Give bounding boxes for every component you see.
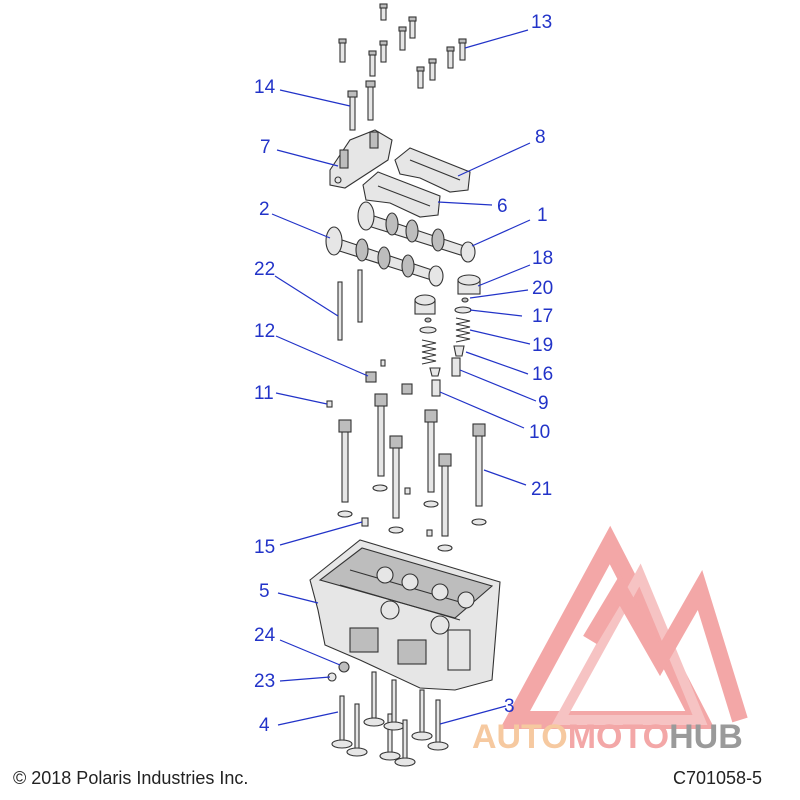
callout-21: 21 [531,479,552,500]
camshaft-1 [357,201,476,263]
callout-16: 16 [532,364,553,385]
callout-1: 1 [537,205,548,226]
diagram-code: C701058-5 [673,768,762,788]
callout-12: 12 [254,321,275,342]
head-bolts-21 [338,393,486,537]
bolts-14 [347,80,376,131]
valves-3-4 [331,671,449,767]
leader-lines [271,29,537,726]
callout-19: 19 [532,335,553,356]
copyright-text: © 2018 Polaris Industries Inc. [13,768,248,788]
callout-6: 6 [497,196,508,217]
dowel-12 [365,359,413,395]
callout-8: 8 [535,127,546,148]
callout-20: 20 [532,278,553,299]
plug-24 [338,661,350,673]
valve-keepers-20 [424,297,469,323]
callout-10: 10 [529,422,550,443]
cam-cap-6 [362,171,441,218]
valve-bucket-18 [457,274,481,295]
callout-9: 9 [538,393,549,414]
callout-11: 11 [254,383,274,404]
callout-2: 2 [259,199,270,220]
callout-22: 22 [254,259,275,280]
cam-bracket-7 [329,129,393,189]
callout-24: 24 [254,625,276,646]
valve-guide-9 [451,357,461,377]
watermark-text: AUTOMOTOHUB [472,718,743,756]
callouts: 13 14 7 8 6 2 1 22 18 20 17 12 19 16 11 … [254,12,553,736]
valve-guide-10 [431,379,441,397]
dowel-11 [326,400,333,408]
valve-bucket-left [414,294,436,315]
valve-spring-19 [421,317,471,365]
callout-3: 3 [504,696,515,717]
callout-15: 15 [254,537,275,558]
callout-7: 7 [260,137,271,158]
callout-18: 18 [532,248,553,269]
bolts-13 [338,3,467,89]
head-bolt-washers [337,484,487,552]
callout-14: 14 [254,77,276,98]
dowel-15 [361,517,369,527]
callout-5: 5 [259,581,270,602]
callout-4: 4 [259,715,270,736]
camshaft-2 [325,226,444,287]
valve-seal-16 [429,345,465,377]
callout-17: 17 [532,306,553,327]
studs-22 [337,269,363,341]
cam-cap-8 [394,147,471,193]
watermark-logo [499,525,748,729]
callout-23: 23 [254,671,275,692]
cylinder-head-5 [309,539,501,691]
callout-13: 13 [531,12,552,33]
